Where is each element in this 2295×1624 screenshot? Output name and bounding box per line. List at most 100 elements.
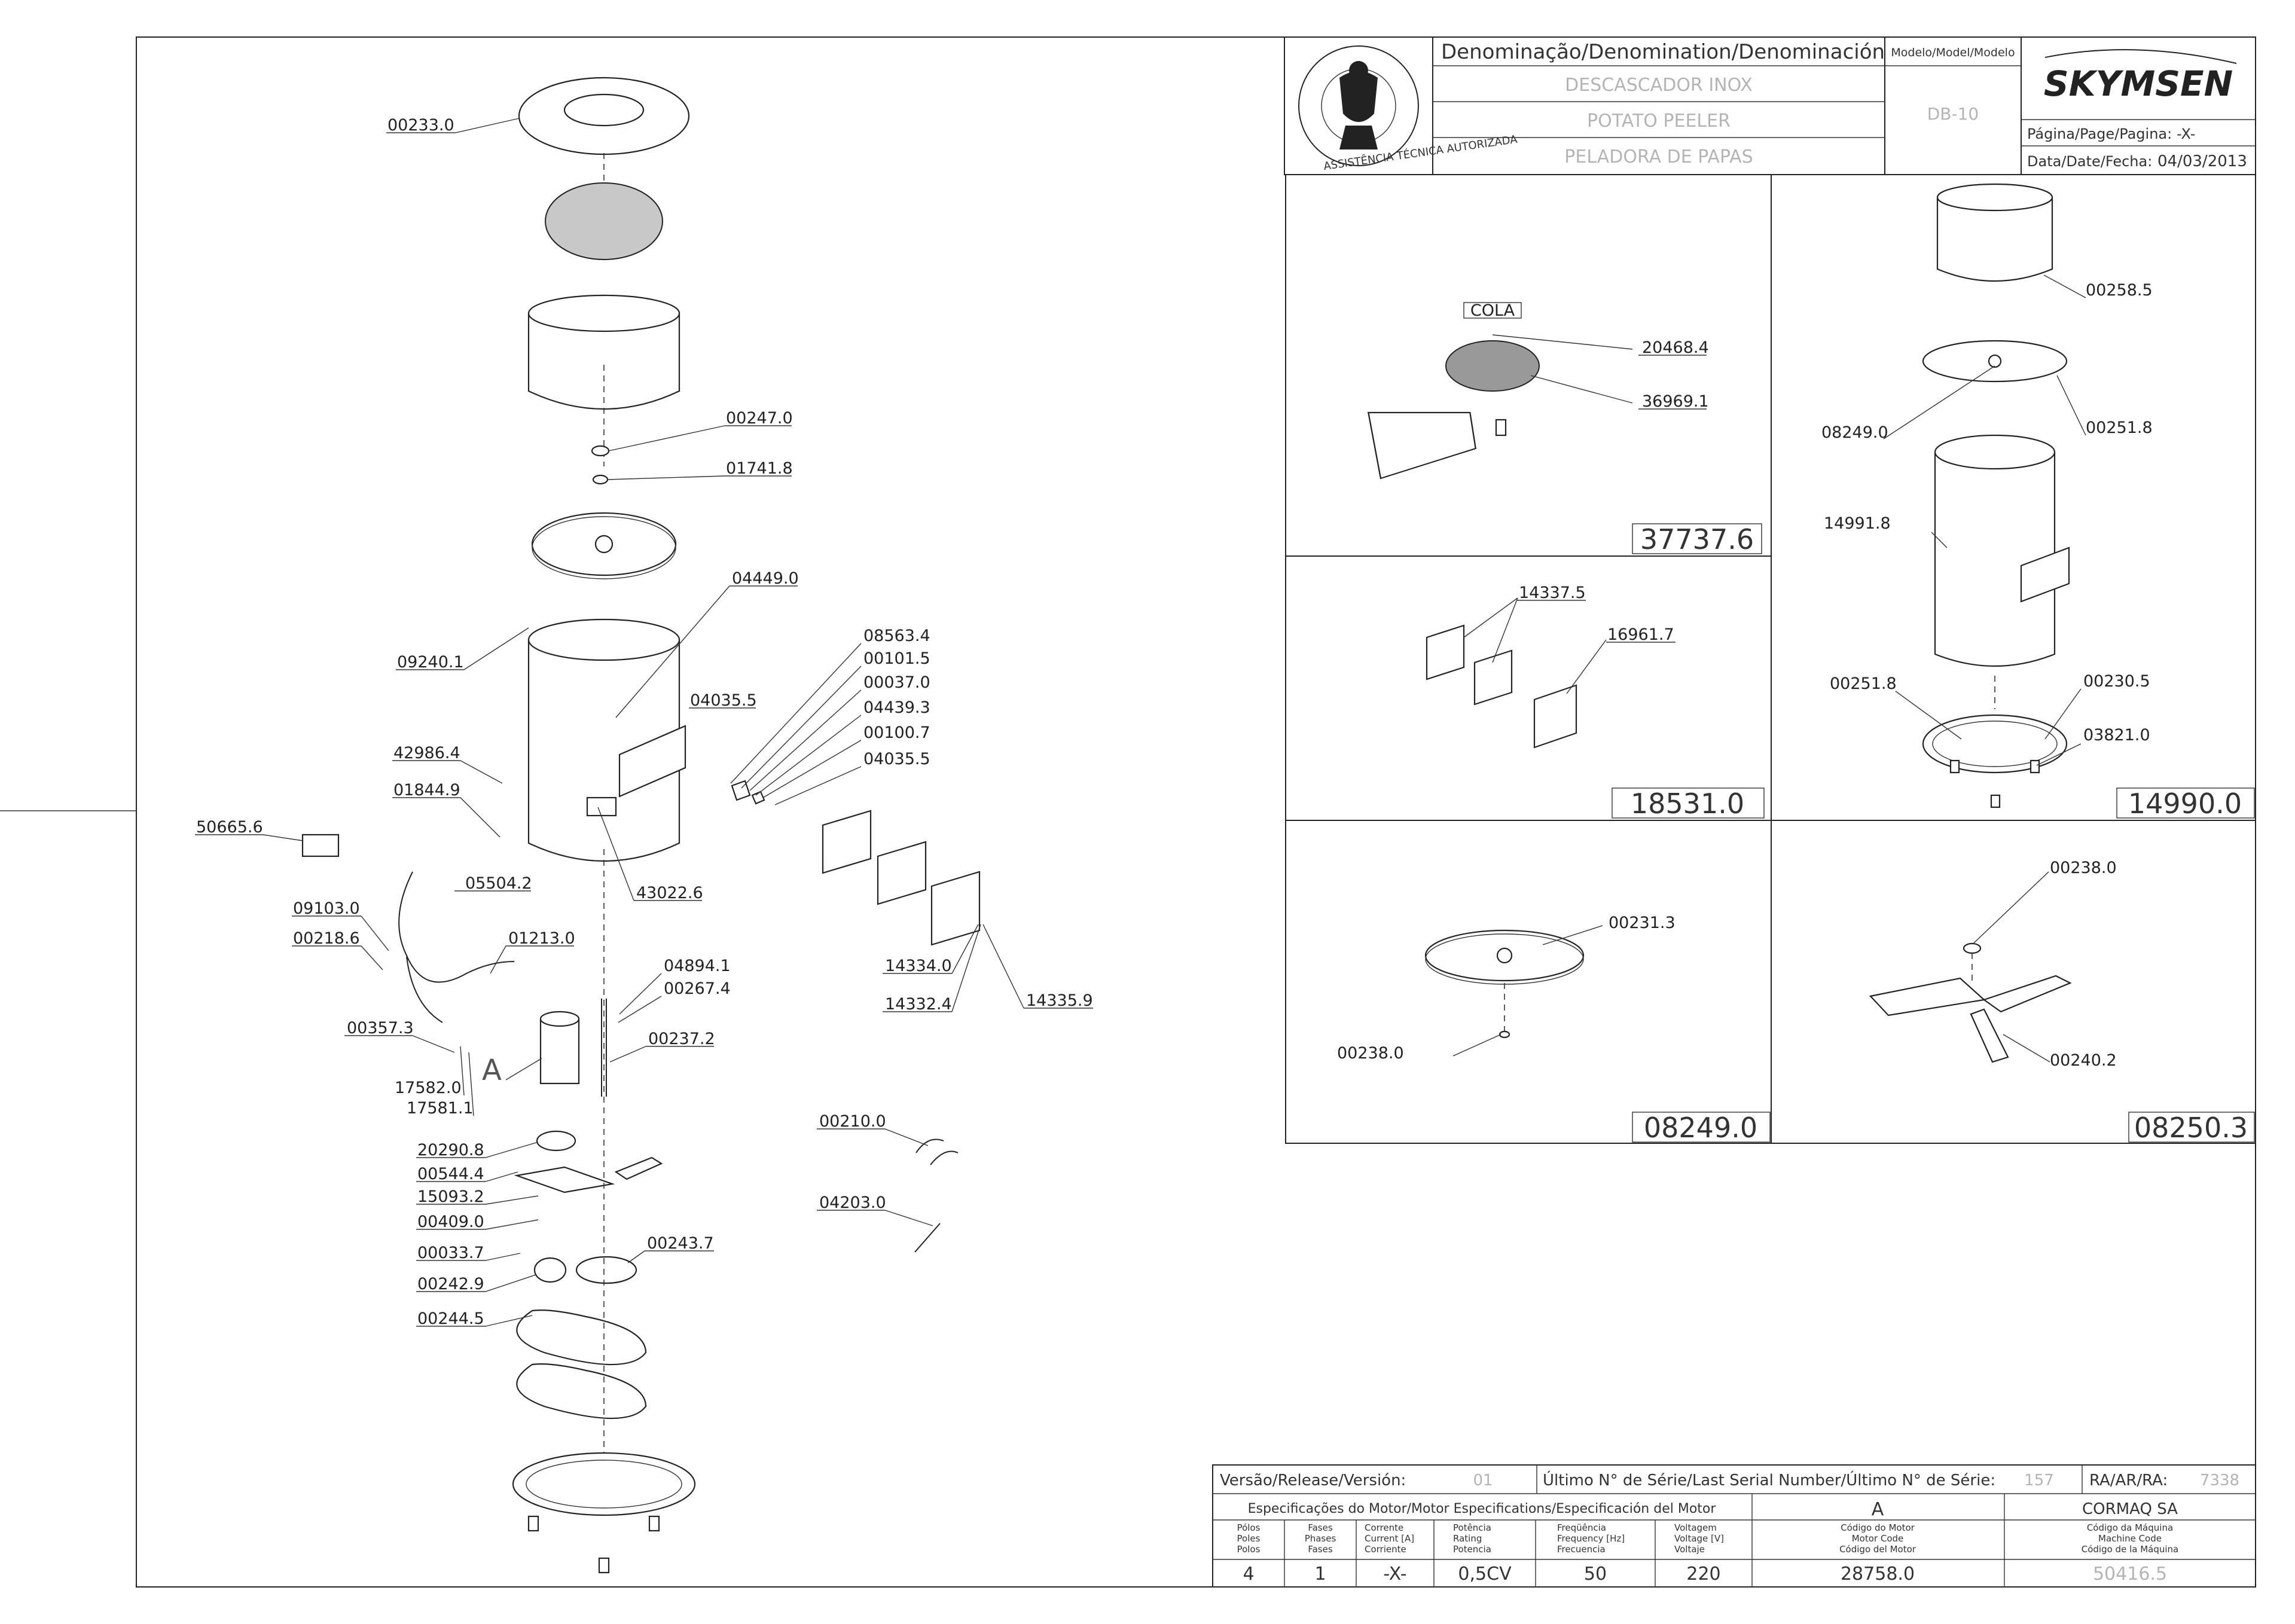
current-value: -X- (1383, 1564, 1406, 1585)
power-label-en: Rating (1453, 1533, 1482, 1544)
part-14991: 14991.8 (1824, 514, 1891, 533)
phases-label-en: Phases (1305, 1533, 1336, 1544)
version-label: Versão/Release/Versión: (1220, 1472, 1406, 1489)
part-00237: 00237.2 (648, 1030, 715, 1048)
part-14332: 14332.4 (885, 995, 952, 1014)
part-00244: 00244.5 (417, 1309, 484, 1328)
part-14337: 14337.5 (1519, 584, 1586, 602)
authorized-service-seal: ASSISTÊNCIA TÉCNICA AUTORIZADA (1298, 45, 1518, 173)
date-label: Data/Date/Fecha: (2027, 153, 2152, 170)
part-42986: 42986.4 (393, 744, 460, 762)
poles-label-en: Poles (1237, 1533, 1261, 1544)
part-00101: 00101.5 (863, 649, 930, 668)
motor (539, 1018, 580, 1085)
voltage-label-pt: Voltagem (1674, 1522, 1717, 1533)
part-00242: 00242.9 (417, 1275, 484, 1293)
discharge-chute (618, 725, 686, 798)
page-label: Página/Page/Pagina: (2027, 126, 2172, 142)
phases-value: 1 (1314, 1564, 1326, 1585)
part-00251-bottom: 00251.8 (1830, 674, 1897, 693)
frequency-value: 50 (1584, 1564, 1607, 1585)
model-value: DB-10 (1927, 104, 1979, 124)
part-00357: 00357.3 (347, 1019, 414, 1037)
panel-08249: 00231.3 00238.0 08249.0 (1337, 914, 1771, 1144)
panel-08250: 00238.0 00240.2 08250.3 (1869, 859, 2255, 1144)
part-36969: 36969.1 (1642, 392, 1709, 411)
part-00231: 00231.3 (1609, 914, 1676, 932)
part-20468: 20468.4 (1642, 338, 1709, 357)
identification-plate (301, 834, 340, 857)
motor-pulley (533, 1257, 567, 1283)
part-43022: 43022.6 (636, 884, 703, 902)
part-17582: 17582.0 (395, 1079, 462, 1097)
part-20290: 20290.8 (417, 1141, 484, 1159)
main-callouts: 00233.0 00247.0 01741.8 04449.0 09240.1 … (195, 116, 1093, 1328)
part-09103: 09103.0 (293, 899, 360, 918)
power-label-es: Potencia (1453, 1544, 1491, 1555)
freq-label-en: Frequency [Hz] (1557, 1533, 1625, 1544)
panel-code-18531: 18531.0 (1631, 787, 1744, 820)
part-17581: 17581.1 (407, 1099, 474, 1118)
part-01741: 01741.8 (726, 459, 793, 478)
motor-code-label-en: Motor Code (1852, 1533, 1904, 1544)
perforated-disk (1445, 340, 1540, 392)
title-block: ASSISTÊNCIA TÉCNICA AUTORIZADA Denominaç… (1284, 36, 2256, 175)
part-14334: 14334.0 (885, 957, 952, 975)
version-value: 01 (1473, 1472, 1493, 1489)
part-00033: 00033.7 (417, 1244, 484, 1262)
current-label-es: Corriente (1365, 1544, 1406, 1555)
motor-spec-label: Especificações do Motor/Motor Especifica… (1248, 1501, 1717, 1516)
name-es: PELADORA DE PAPAS (1564, 146, 1753, 167)
serial-label: Último N° de Série/Last Serial Number/Úl… (1543, 1470, 1995, 1489)
part-00243: 00243.7 (647, 1234, 714, 1253)
current-label-pt: Corrente (1365, 1522, 1403, 1533)
part-01213: 01213.0 (508, 929, 575, 948)
poles-label-es: Polos (1237, 1544, 1261, 1555)
name-pt: DESCASCADOR INOX (1565, 75, 1753, 96)
panel-18531: 14337.5 16961.7 18531.0 (1426, 584, 1765, 820)
machine-code-label-es: Código de la Máquina (2082, 1544, 2178, 1555)
freq-label-es: Frecuencia (1557, 1544, 1606, 1555)
poles-label-pt: Pólos (1237, 1522, 1261, 1533)
part-08249: 08249.0 (1821, 423, 1888, 442)
part-04035-a: 04035.5 (690, 691, 757, 710)
base (512, 1452, 696, 1516)
motor-code-label-pt: Código do Motor (1841, 1522, 1915, 1533)
sub-assembly-grid (1285, 174, 2256, 1144)
part-08563: 08563.4 (863, 627, 930, 645)
part-15093: 15093.2 (417, 1188, 484, 1206)
part-04449: 04449.0 (732, 569, 799, 588)
power-value: 0,5CV (1458, 1564, 1512, 1585)
panel-code-14990: 14990.0 (2128, 787, 2242, 820)
motor-code-value: 28758.0 (1841, 1564, 1915, 1585)
panel-code-37737: 37737.6 (1640, 523, 1754, 555)
part-04203: 04203.0 (819, 1193, 886, 1212)
part-04035-b: 04035.5 (863, 750, 930, 768)
phases-label-es: Fases (1308, 1544, 1332, 1555)
part-00218: 00218.6 (293, 929, 360, 948)
brand-logo: SKYMSEN (2044, 63, 2233, 104)
part-00240: 00240.2 (2050, 1051, 2117, 1070)
voltage-label-es: Voltaje (1674, 1544, 1705, 1555)
part-00233: 00233.0 (387, 116, 454, 135)
part-00230: 00230.5 (2083, 672, 2150, 691)
part-01844: 01844.9 (393, 781, 460, 799)
motor-letter: A (1872, 1499, 1884, 1520)
main-pulley (575, 1256, 637, 1284)
name-en: POTATO PEELER (1587, 111, 1731, 132)
serial-value: 157 (2024, 1472, 2054, 1489)
part-00258: 00258.5 (2086, 281, 2153, 300)
power-label-pt: Potência (1453, 1522, 1491, 1533)
part-00251-top: 00251.8 (2086, 419, 2153, 437)
freq-label-pt: Freqüência (1557, 1522, 1606, 1533)
page-value: -X- (2177, 126, 2195, 142)
part-00409: 00409.0 (417, 1213, 484, 1231)
date-value: 04/03/2013 (2157, 152, 2247, 170)
part-00037: 00037.0 (863, 673, 930, 692)
part-00210: 00210.0 (819, 1112, 886, 1131)
drive-belt (516, 1309, 647, 1366)
part-14335: 14335.9 (1026, 991, 1093, 1010)
voltage-value: 220 (1686, 1564, 1720, 1585)
panel-code-08250: 08250.3 (2134, 1112, 2248, 1144)
